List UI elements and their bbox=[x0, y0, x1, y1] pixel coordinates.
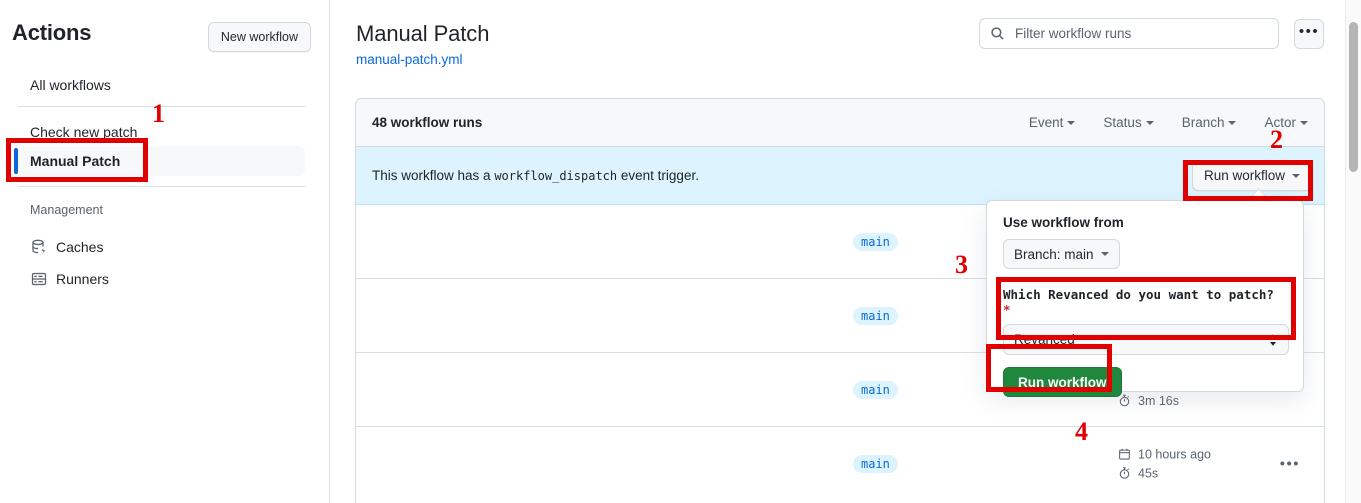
sidebar-item-all-workflows[interactable]: All workflows bbox=[18, 70, 305, 100]
sidebar-item-label: All workflows bbox=[30, 77, 111, 93]
filter-event[interactable]: Event bbox=[1029, 115, 1076, 130]
stopwatch-icon bbox=[1118, 394, 1132, 408]
workflow-dispatch-banner: This workflow has a workflow_dispatch ev… bbox=[356, 147, 1324, 205]
sidebar-divider-2 bbox=[18, 186, 305, 187]
branch-badge[interactable]: main bbox=[853, 232, 898, 251]
row-duration-label: 45s bbox=[1138, 466, 1159, 481]
filter-status-label: Status bbox=[1103, 115, 1142, 130]
sidebar-header: Actions bbox=[12, 18, 315, 52]
page-title: Manual Patch bbox=[356, 21, 490, 46]
run-workflow-dropdown-button[interactable]: Run workflow bbox=[1191, 160, 1312, 191]
workflow-input-label-text: Which Revanced do you want to patch? bbox=[1003, 287, 1274, 302]
search-box[interactable] bbox=[979, 18, 1279, 49]
sidebar-item-manual-patch[interactable]: Manual Patch bbox=[14, 146, 305, 176]
cache-icon bbox=[30, 239, 47, 256]
runners-icon bbox=[30, 271, 47, 288]
row-left-redacted bbox=[356, 205, 689, 278]
run-workflow-submit-button[interactable]: Run workflow bbox=[1003, 367, 1122, 397]
page-overflow-menu-button[interactable]: ••• bbox=[1294, 19, 1324, 49]
sidebar: Actions New workflow All workflows Check… bbox=[0, 0, 330, 503]
dispatch-event-code: workflow_dispatch bbox=[494, 169, 618, 183]
row-left-redacted bbox=[356, 353, 689, 426]
filter-actor[interactable]: Actor bbox=[1264, 115, 1308, 130]
row-date-label: 10 hours ago bbox=[1138, 447, 1211, 462]
sidebar-item-label: Check new patch bbox=[30, 124, 138, 140]
filter-status[interactable]: Status bbox=[1103, 115, 1154, 130]
sidebar-item-check-new-patch[interactable]: Check new patch bbox=[18, 117, 305, 147]
sidebar-item-label: Runners bbox=[56, 271, 109, 287]
runs-filter-group: Event Status Branch Actor bbox=[1029, 115, 1308, 130]
run-workflow-dropdown-label: Run workflow bbox=[1203, 168, 1285, 183]
search-input[interactable] bbox=[1013, 25, 1268, 42]
select-updown-icon bbox=[1268, 333, 1278, 347]
row-duration-label: 3m 16s bbox=[1138, 393, 1179, 408]
workflow-file-link[interactable]: manual-patch.yml bbox=[356, 52, 463, 67]
sidebar-item-label: Manual Patch bbox=[30, 153, 121, 169]
sidebar-divider-1 bbox=[18, 106, 305, 107]
run-workflow-popup-body: Use workflow from Branch: main Which Rev… bbox=[987, 201, 1303, 397]
calendar-icon bbox=[1118, 448, 1132, 462]
branch-select-label: Branch: main bbox=[1014, 246, 1094, 262]
table-row[interactable]: main 10 hours ago bbox=[356, 427, 1324, 501]
filter-actor-label: Actor bbox=[1264, 115, 1296, 130]
dispatch-text: This workflow has a workflow_dispatch ev… bbox=[372, 168, 699, 183]
search-icon bbox=[990, 26, 1005, 41]
runs-count-label: 48 workflow runs bbox=[372, 115, 483, 130]
row-left-redacted bbox=[356, 279, 689, 352]
branch-select-button[interactable]: Branch: main bbox=[1003, 239, 1120, 269]
stopwatch-icon bbox=[1118, 467, 1132, 481]
row-left-redacted bbox=[356, 427, 689, 501]
dispatch-text-before: This workflow has a bbox=[372, 168, 491, 183]
sidebar-group-management: Management bbox=[30, 203, 103, 217]
branch-badge[interactable]: main bbox=[853, 455, 898, 473]
row-duration: 45s bbox=[1118, 467, 1248, 481]
sidebar-item-caches[interactable]: Caches bbox=[18, 232, 305, 262]
use-workflow-from-label: Use workflow from bbox=[1003, 215, 1124, 230]
filter-branch[interactable]: Branch bbox=[1182, 115, 1237, 130]
run-workflow-popup: Use workflow from Branch: main Which Rev… bbox=[986, 200, 1304, 397]
chevron-down-icon bbox=[1300, 120, 1308, 125]
page-scrollbar[interactable] bbox=[1345, 0, 1361, 503]
workflow-input-label: Which Revanced do you want to patch? * bbox=[1003, 287, 1287, 317]
page-scrollbar-thumb[interactable] bbox=[1349, 22, 1358, 172]
row-duration: 3m 16s bbox=[1118, 394, 1248, 408]
filter-event-label: Event bbox=[1028, 115, 1064, 130]
chevron-down-icon bbox=[1100, 252, 1109, 256]
branch-badge[interactable]: main bbox=[853, 380, 898, 399]
chevron-down-icon bbox=[1292, 173, 1300, 178]
workflow-input-value: Revanced bbox=[1014, 332, 1075, 347]
branch-badge[interactable]: main bbox=[853, 306, 898, 325]
dispatch-text-after: event trigger. bbox=[620, 168, 699, 183]
row-meta: 10 hours ago 45s bbox=[1118, 448, 1248, 481]
required-asterisk: * bbox=[1003, 302, 1011, 317]
sidebar-item-label: Caches bbox=[56, 239, 104, 255]
row-date: 10 hours ago bbox=[1118, 448, 1248, 462]
runs-header: 48 workflow runs Event Status Branch bbox=[356, 99, 1324, 147]
workflow-input-select[interactable]: Revanced bbox=[1003, 324, 1289, 355]
row-overflow-menu-button[interactable]: ••• bbox=[1279, 455, 1300, 473]
sidebar-item-runners[interactable]: Runners bbox=[18, 264, 305, 294]
chevron-down-icon bbox=[1228, 120, 1237, 125]
row-meta: 3m 16s bbox=[1118, 372, 1248, 408]
sidebar-title: Actions bbox=[12, 20, 92, 45]
new-workflow-button[interactable]: New workflow bbox=[207, 22, 311, 52]
chevron-down-icon bbox=[1145, 120, 1154, 125]
chevron-down-icon bbox=[1067, 120, 1076, 125]
filter-branch-label: Branch bbox=[1181, 115, 1225, 130]
